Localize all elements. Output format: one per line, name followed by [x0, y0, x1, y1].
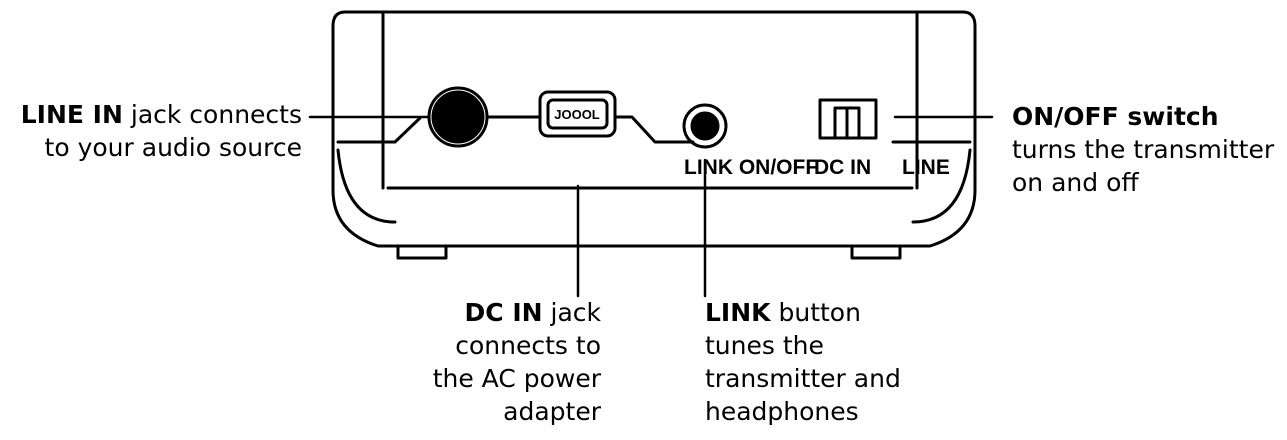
- callout-on-off-line3: on and off: [1012, 168, 1139, 197]
- callout-dc-in-line2: connects to: [455, 331, 601, 360]
- corner-left: [336, 148, 397, 224]
- dc-in-port-inner: [546, 98, 609, 130]
- callout-link-line2: tunes the: [705, 331, 824, 360]
- callout-line-in-text: jack connects: [122, 100, 302, 129]
- panel-label-dc-in: DC IN: [814, 156, 871, 179]
- callout-on-off-line2: turns the transmitter: [1012, 135, 1275, 164]
- callout-dc-in: DC IN jack connects to the AC power adap…: [433, 296, 601, 428]
- panel-label-link: LINK ON/OFF: [684, 156, 818, 179]
- dc-in-port: [538, 90, 617, 138]
- connector-line-2: [613, 115, 695, 144]
- callout-dc-in-text: jack: [542, 298, 602, 327]
- callout-dc-in-line3: the AC power: [432, 364, 601, 393]
- link-button: [682, 103, 728, 149]
- foot-right: [850, 244, 902, 260]
- callout-line-in-line2: to your audio source: [44, 133, 302, 162]
- line-in-jack: [431, 90, 485, 144]
- link-button-inner: [690, 111, 720, 141]
- corner-right: [911, 148, 972, 224]
- transmitter-body: [331, 10, 977, 248]
- callout-link-line4: headphones: [705, 397, 859, 426]
- callout-dc-in-title: DC IN: [464, 298, 543, 327]
- callout-link: LINK button tunes the transmitter and he…: [705, 296, 901, 428]
- callout-line-in: LINE IN jack connects to your audio sour…: [21, 98, 302, 164]
- callout-link-line3: transmitter and: [705, 364, 901, 393]
- panel-label-line: LINE: [902, 156, 950, 179]
- callout-on-off-title: ON/OFF switch: [1012, 102, 1219, 131]
- usb-port-marking: JOOOL: [554, 107, 600, 122]
- callout-link-title: LINK: [705, 298, 771, 327]
- callout-link-text: button: [770, 298, 861, 327]
- foot-left: [396, 244, 448, 260]
- callout-dc-in-line4: adapter: [503, 397, 601, 426]
- callout-on-off: ON/OFF switch turns the transmitter on a…: [1012, 100, 1274, 199]
- callout-line-in-title: LINE IN: [20, 100, 123, 129]
- panel-groove-left: [336, 116, 422, 144]
